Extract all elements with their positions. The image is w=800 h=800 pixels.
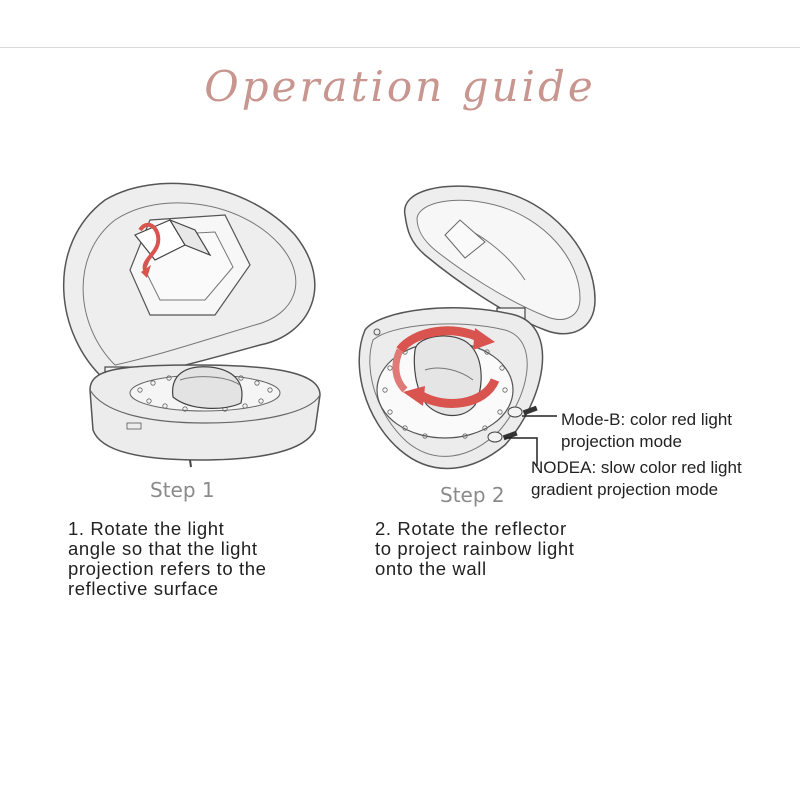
mode-b-line-1: Mode-B: color red light [561, 410, 733, 429]
step-2-description: 2. Rotate the reflector to project rainb… [375, 519, 575, 579]
step-2-label: Step 2 [440, 483, 505, 507]
step-1-line-2: angle so that the light [68, 538, 258, 559]
step-2-line-2: to project rainbow light [375, 538, 575, 559]
top-divider [0, 47, 800, 48]
mode-a-line-1: NODEA: slow color red light [531, 458, 742, 477]
mode-callout-lines [505, 415, 557, 466]
device-illustration-step1 [63, 182, 321, 468]
step-1-description: 1. Rotate the light angle so that the li… [68, 519, 266, 599]
mode-b-line-2: projection mode [561, 432, 682, 451]
step-1-label: Step 1 [150, 478, 215, 502]
step-1-line-1: 1. Rotate the light [68, 518, 225, 539]
step-1-line-4: reflective surface [68, 578, 219, 599]
page-title: Operation guide [204, 62, 596, 111]
step-2-line-3: onto the wall [375, 558, 487, 579]
mode-a-line-2: gradient projection mode [531, 480, 719, 499]
mode-b-description: Mode-B: color red light projection mode [561, 409, 732, 453]
mode-a-description: NODEA: slow color red light gradient pro… [531, 457, 742, 501]
step-2-line-1: 2. Rotate the reflector [375, 518, 567, 539]
device-illustration-step2 [358, 185, 596, 470]
step-1-line-3: projection refers to the [68, 558, 267, 579]
